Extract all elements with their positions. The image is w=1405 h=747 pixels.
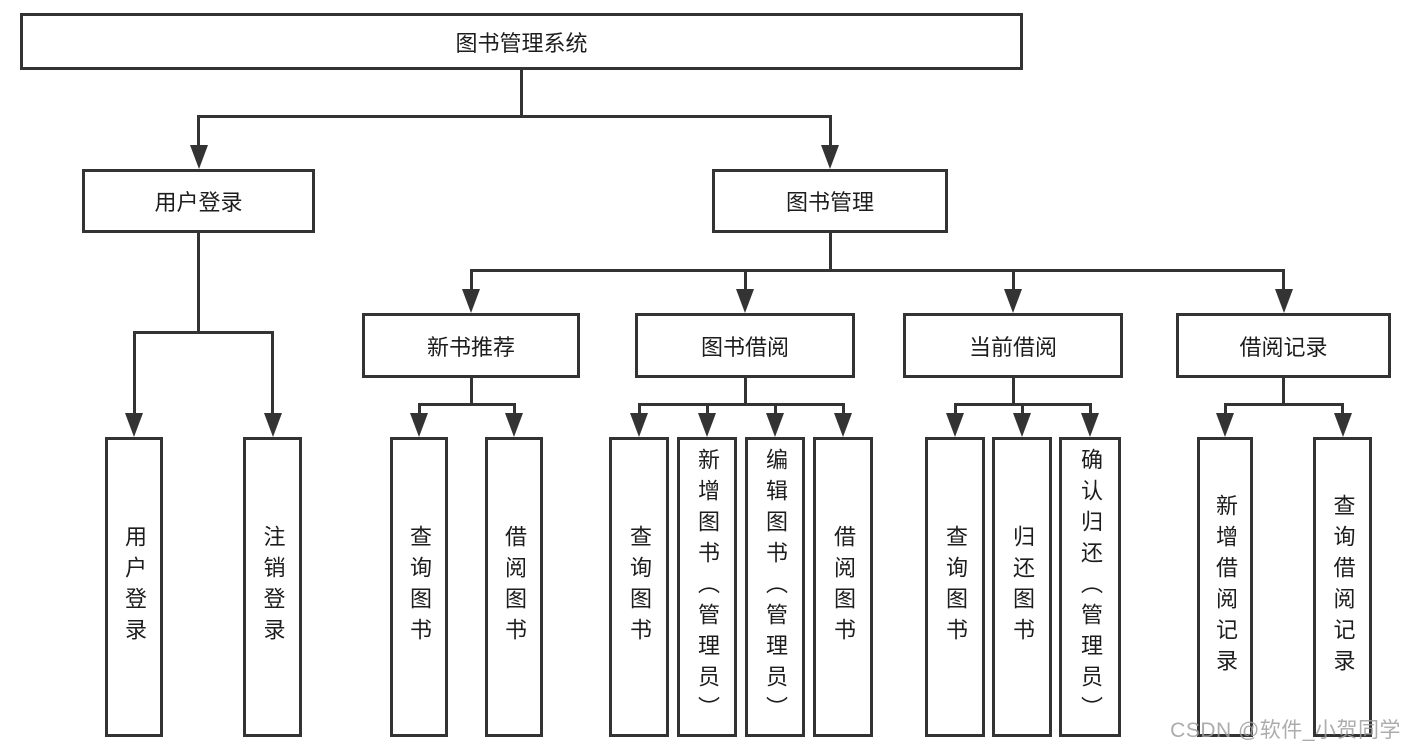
- connector-current-stub-1: [953, 403, 957, 416]
- arrowhead-current-leaf2-icon: [1013, 413, 1031, 437]
- leaf-add-book-admin: 新增图书（管理员）: [677, 437, 737, 737]
- leaf-add-book-admin-label: 新增图书（管理员）: [695, 447, 720, 727]
- arrowhead-borrow-leaf4-icon: [834, 413, 852, 437]
- leaf-borrow-borrow-books-label: 借阅图书: [831, 525, 856, 649]
- node-user-login-label: 用户登录: [154, 190, 243, 215]
- connector-records-stem: [1282, 378, 1285, 406]
- leaf-add-borrow-record: 新增借阅记录: [1197, 437, 1253, 737]
- connector-root-stem: [519, 70, 523, 118]
- csdn-watermark: CSDN @软件_小贺同学: [1170, 719, 1401, 742]
- node-current-borrow: 当前借阅: [903, 313, 1123, 378]
- arrowhead-borrow-leaf1-icon: [630, 413, 648, 437]
- connector-borrow-stub-1: [637, 403, 641, 416]
- connector-current-stub-2: [1020, 403, 1024, 416]
- arrowhead-current-icon: [1004, 289, 1022, 313]
- node-book-mgmt-label: 图书管理: [785, 190, 874, 215]
- leaf-edit-book-admin-label: 编辑图书（管理员）: [763, 447, 788, 727]
- node-root: 图书管理系统: [20, 13, 1023, 70]
- leaf-query-borrow-record: 查询借阅记录: [1313, 437, 1372, 737]
- connector-borrow-stem: [743, 378, 747, 406]
- leaf-recommend-query-books: 查询图书: [390, 437, 448, 737]
- arrowhead-user-login-icon: [189, 145, 208, 169]
- leaf-current-query-books-label: 查询图书: [943, 525, 968, 649]
- connector-mgmt-bar: [469, 269, 1285, 272]
- connector-current-stub-3: [1088, 403, 1092, 416]
- leaf-confirm-return-admin: 确认归还（管理员）: [1059, 437, 1121, 737]
- arrowhead-borrow-leaf3-icon: [766, 413, 784, 437]
- connector-root-bar: [197, 115, 831, 118]
- connector-login-left-stub: [132, 331, 136, 415]
- arrowhead-recommend-leaf1-icon: [410, 413, 428, 437]
- node-book-borrow-label: 图书借阅: [700, 334, 789, 360]
- connector-login-right-stub: [271, 331, 274, 415]
- leaf-add-borrow-record-label: 新增借阅记录: [1213, 494, 1238, 680]
- node-new-book-recommend-label: 新书推荐: [426, 334, 515, 360]
- connector-borrow-stub-4: [841, 403, 845, 416]
- leaf-user-login: 用户登录: [105, 437, 163, 737]
- arrowhead-leaf-logout-icon: [263, 413, 282, 437]
- connector-borrow-bar: [637, 403, 845, 406]
- arrowhead-records-icon: [1274, 289, 1293, 313]
- leaf-recommend-query-books-label: 查询图书: [407, 525, 432, 649]
- node-root-label: 图书管理系统: [455, 30, 588, 56]
- node-current-borrow-label: 当前借阅: [968, 334, 1057, 360]
- connector-recommend-stub-1: [417, 403, 421, 416]
- arrowhead-leaf-login-icon: [125, 413, 143, 437]
- leaf-return-book-label: 归还图书: [1010, 525, 1035, 649]
- arrowhead-current-leaf3-icon: [1081, 413, 1099, 437]
- connector-mgmt-stem: [828, 233, 832, 272]
- node-book-borrow: 图书借阅: [635, 313, 855, 378]
- connector-records-bar: [1223, 403, 1344, 406]
- node-borrow-records: 借阅记录: [1176, 313, 1391, 378]
- connector-login-bar: [132, 331, 274, 334]
- connector-borrow-stub-3: [773, 403, 777, 416]
- connector-borrow-stub-2: [705, 403, 709, 416]
- leaf-logout: 注销登录: [243, 437, 302, 737]
- connector-stub-records: [1282, 269, 1285, 292]
- leaf-logout-label: 注销登录: [260, 525, 286, 649]
- connector-current-stem: [1011, 378, 1015, 406]
- node-new-book-recommend: 新书推荐: [362, 313, 580, 378]
- leaf-user-login-label: 用户登录: [122, 525, 147, 649]
- leaf-query-borrow-record-label: 查询借阅记录: [1330, 494, 1356, 680]
- leaf-borrow-query-books: 查询图书: [609, 437, 669, 737]
- connector-stub-recommend: [469, 269, 473, 292]
- connector-stub-borrow: [743, 269, 747, 292]
- arrowhead-current-leaf1-icon: [946, 413, 964, 437]
- connector-login-stem: [197, 233, 200, 334]
- leaf-borrow-borrow-books: 借阅图书: [813, 437, 873, 737]
- arrowhead-records-leaf1-icon: [1216, 413, 1234, 437]
- arrowhead-records-leaf2-icon: [1333, 413, 1352, 437]
- leaf-borrow-query-books-label: 查询图书: [627, 525, 652, 649]
- connector-stub-current: [1011, 269, 1015, 292]
- connector-records-stub-1: [1223, 403, 1227, 416]
- leaf-recommend-borrow-books: 借阅图书: [485, 437, 543, 737]
- arrowhead-recommend-icon: [462, 289, 480, 313]
- connector-stub-book-mgmt: [828, 115, 832, 147]
- connector-stub-user-login: [197, 115, 200, 147]
- connector-records-stub-2: [1341, 403, 1344, 416]
- arrowhead-borrow-icon: [736, 289, 754, 313]
- leaf-recommend-borrow-books-label: 借阅图书: [502, 525, 527, 649]
- arrowhead-book-mgmt-icon: [821, 145, 839, 169]
- leaf-current-query-books: 查询图书: [925, 437, 985, 737]
- arrowhead-recommend-leaf2-icon: [505, 413, 523, 437]
- node-book-mgmt: 图书管理: [712, 169, 948, 233]
- connector-recommend-bar: [417, 403, 516, 406]
- leaf-confirm-return-admin-label: 确认归还（管理员）: [1078, 447, 1103, 727]
- node-user-login: 用户登录: [82, 169, 315, 233]
- leaf-edit-book-admin: 编辑图书（管理员）: [745, 437, 805, 737]
- leaf-return-book: 归还图书: [992, 437, 1052, 737]
- node-borrow-records-label: 借阅记录: [1239, 334, 1328, 360]
- arrowhead-borrow-leaf2-icon: [698, 413, 716, 437]
- connector-recommend-stub-2: [512, 403, 516, 416]
- connector-recommend-stem: [469, 378, 473, 406]
